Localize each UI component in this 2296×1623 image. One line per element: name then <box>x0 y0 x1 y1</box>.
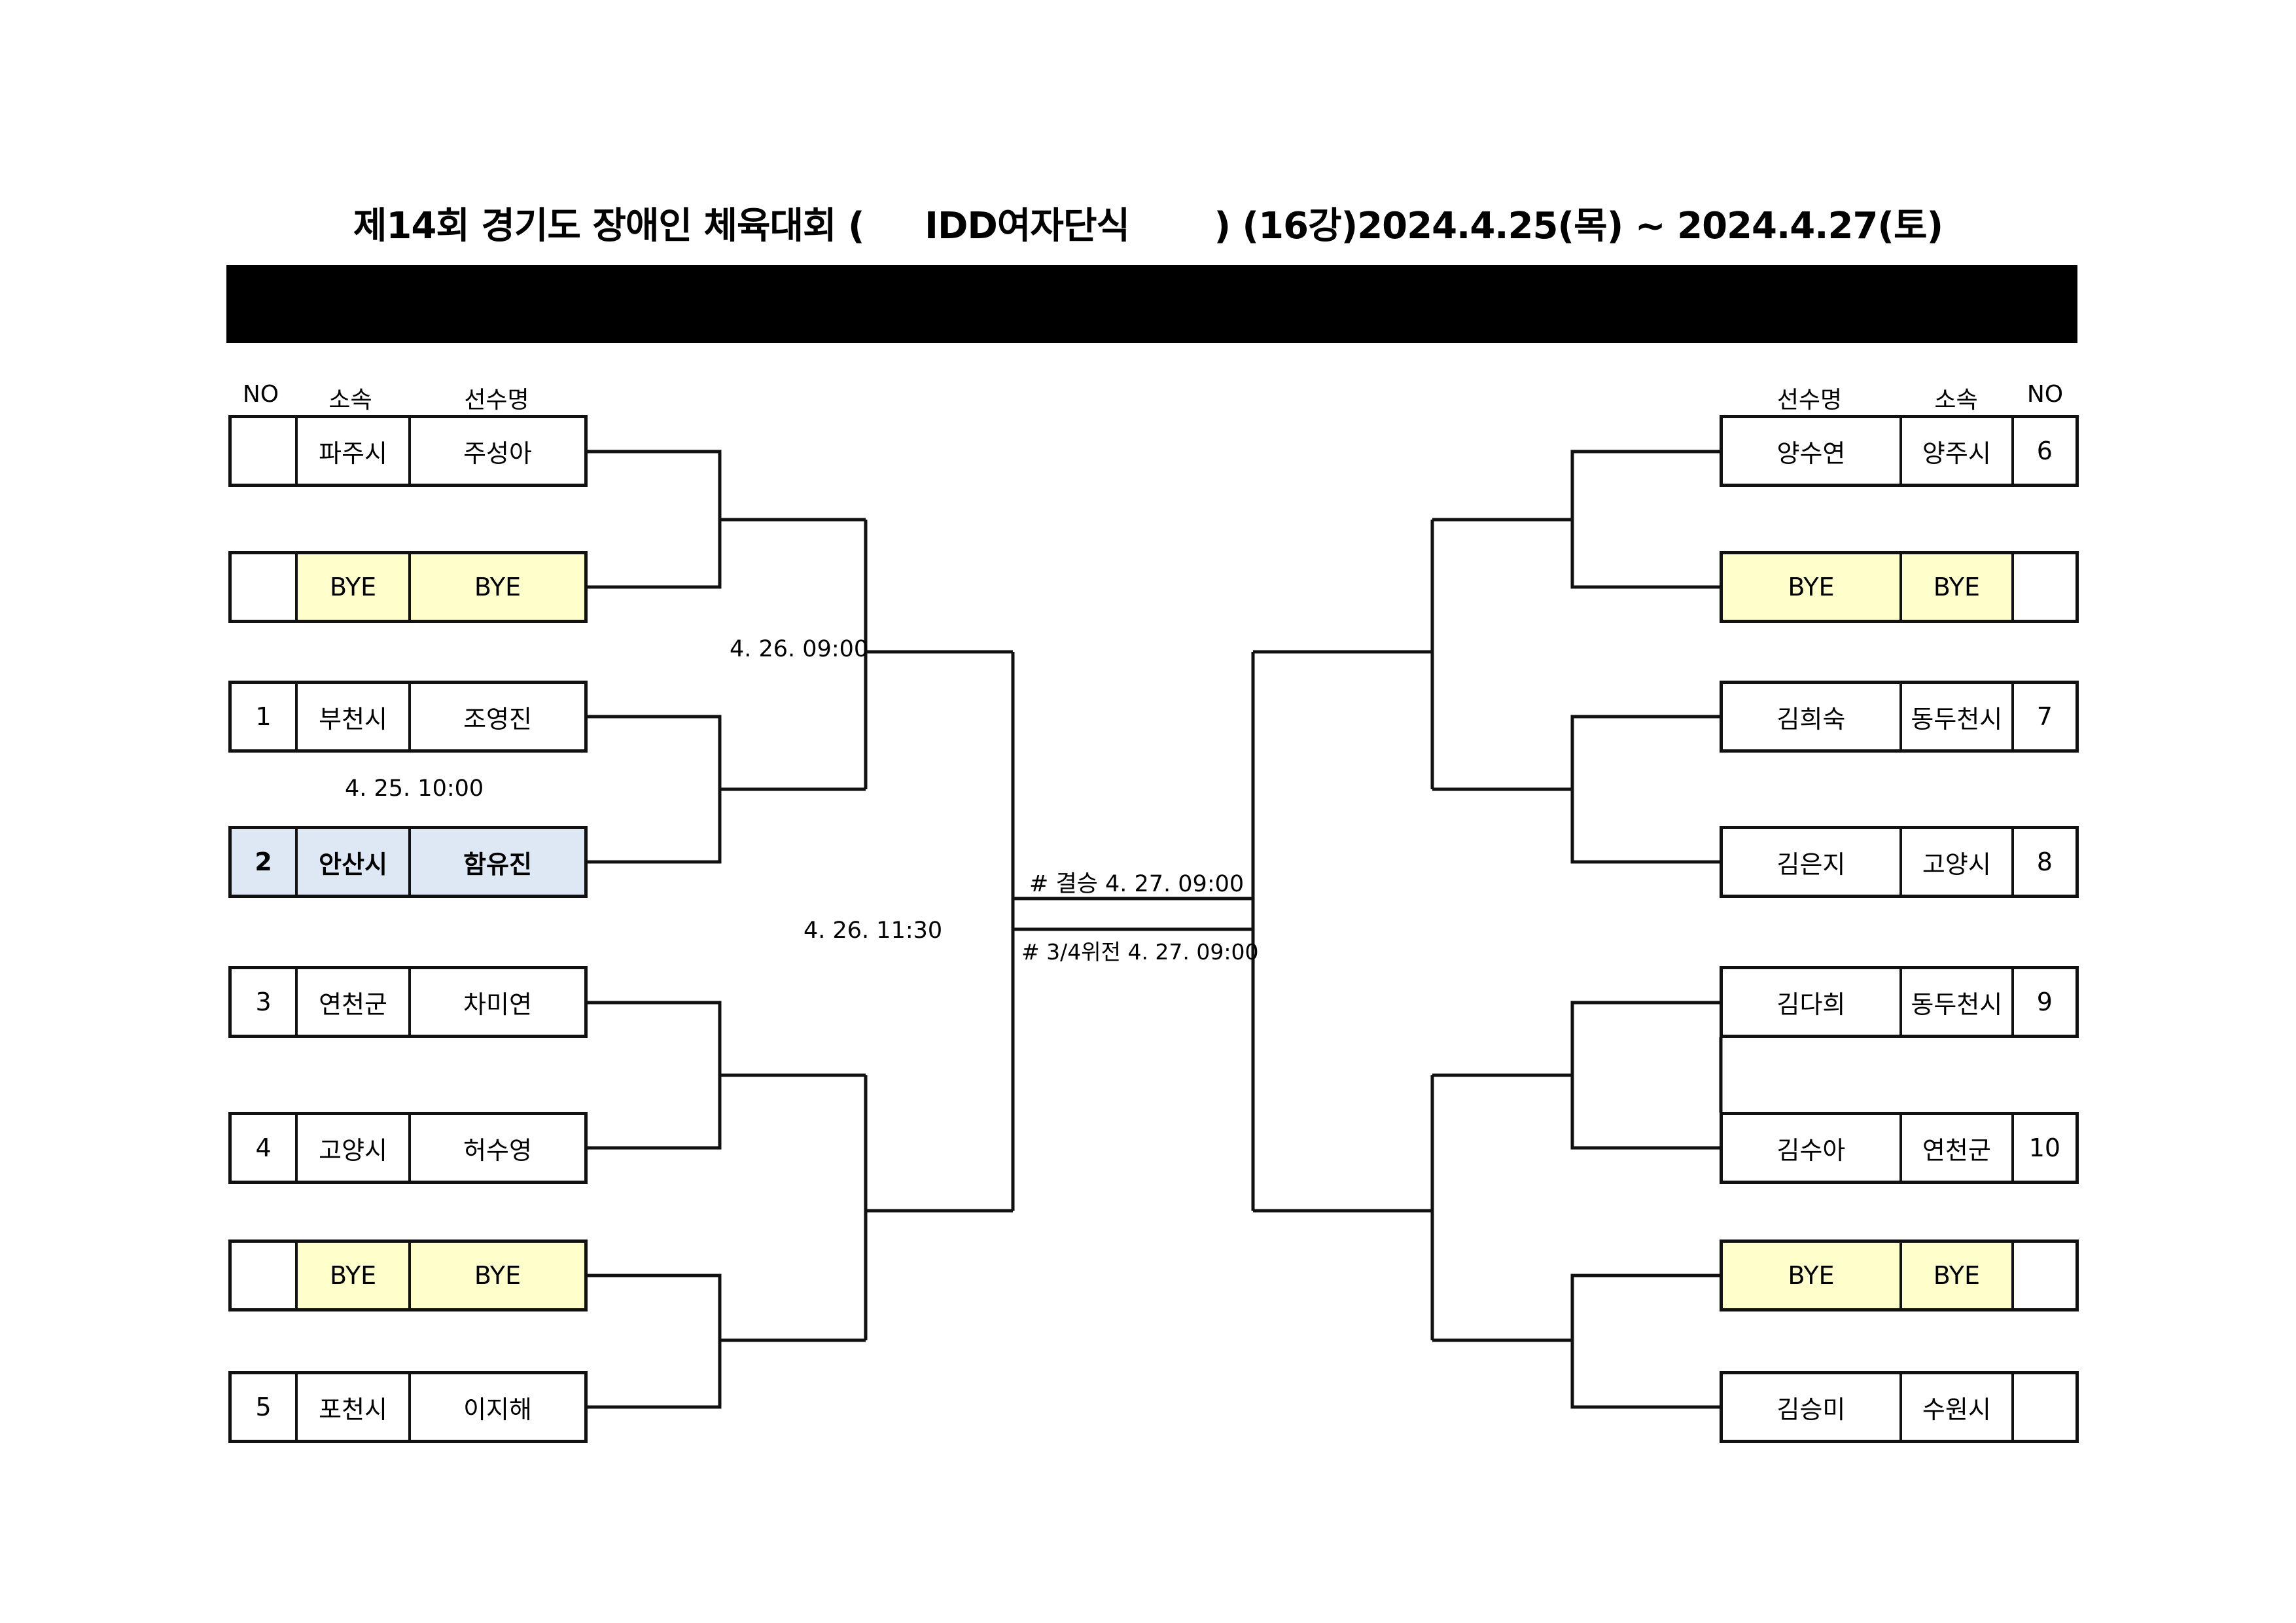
left-match-line-4 <box>586 1274 722 1409</box>
entry-name: 조영진 <box>408 684 584 749</box>
entry-team: 안산시 <box>295 829 408 895</box>
entry-team: 고양시 <box>1899 829 2011 895</box>
entry-name: BYE <box>1723 554 1899 620</box>
entry-name: BYE <box>1723 1243 1899 1308</box>
left-match-line-3 <box>586 1001 722 1150</box>
semi-bottom-time-label: 4. 26. 11:30 <box>804 918 943 944</box>
entry-name: 함유진 <box>408 829 585 895</box>
right-entry-row: 김승미 수원시 <box>1720 1371 2079 1443</box>
entry-name: 주성아 <box>408 418 584 484</box>
entry-team: 포천시 <box>295 1374 408 1440</box>
entry-team: BYE <box>295 554 408 620</box>
entry-team: 연천군 <box>295 969 408 1035</box>
entry-no: 10 <box>2011 1115 2075 1181</box>
entry-no: 5 <box>255 1393 272 1421</box>
entry-team: 파주시 <box>295 418 408 484</box>
right-match-line-4 <box>1570 1274 1720 1409</box>
right-match-line-3 <box>1570 1001 1720 1150</box>
entry-name: BYE <box>408 1243 585 1308</box>
entry-team: BYE <box>1899 1243 2011 1308</box>
entry-team: 고양시 <box>295 1115 408 1181</box>
entry-team: 연천군 <box>1899 1115 2011 1181</box>
entry-name: 차미연 <box>408 969 584 1035</box>
entry-no: 1 <box>255 702 272 731</box>
entry-team: 수원시 <box>1899 1374 2011 1440</box>
left-header-team: 소속 <box>328 387 372 414</box>
entry-name: 김수아 <box>1776 1135 1846 1165</box>
entry-team: 양주시 <box>1899 418 2011 484</box>
entry-name: 김은지 <box>1776 849 1846 879</box>
entry-name: 김승미 <box>1776 1395 1846 1424</box>
entry-no <box>2011 1243 2075 1308</box>
entry-no: 9 <box>2011 969 2075 1035</box>
entry-team: BYE <box>1899 554 2011 620</box>
entry-name: 김희숙 <box>1776 704 1846 734</box>
entry-team: BYE <box>295 1243 408 1308</box>
entry-name: 김다희 <box>1776 990 1846 1019</box>
right-header-no: NO <box>2026 381 2064 408</box>
entry-team: 부천시 <box>295 684 408 749</box>
redacted-banner <box>226 265 2077 343</box>
right-header-team: 소속 <box>1934 387 1978 414</box>
entry-no: 7 <box>2011 684 2075 749</box>
right-match-line-1 <box>1570 450 1720 589</box>
final-time-label: # 결승 4. 27. 09:00 <box>1029 871 1245 897</box>
right-match-line-2 <box>1570 715 1720 864</box>
right-header-name: 선수명 <box>1776 387 1843 414</box>
left-match-line-2 <box>586 715 722 864</box>
entry-name: 이지해 <box>408 1374 584 1440</box>
entry-no: 3 <box>255 988 272 1016</box>
left-match-line-1 <box>586 450 722 589</box>
entry-name: 양수연 <box>1776 438 1846 468</box>
page-title: 제14회 경기도 장애인 체육대회 ( IDD여자단식 ) (16강)2024.… <box>353 205 1943 247</box>
entry-no <box>2011 554 2075 620</box>
semi-top-time-label: 4. 26. 09:00 <box>730 636 869 662</box>
left-header-no: NO <box>242 381 279 408</box>
left-header-name: 선수명 <box>464 387 529 414</box>
round1-time-label: 4. 25. 10:00 <box>345 776 484 802</box>
entry-no: 6 <box>2011 418 2075 484</box>
entry-team: 동두천시 <box>1899 684 2011 749</box>
entry-team: 동두천시 <box>1899 969 2011 1035</box>
entry-no: 2 <box>232 829 296 895</box>
entry-no: 4 <box>255 1133 272 1162</box>
entry-name: BYE <box>408 554 585 620</box>
entry-no: 8 <box>2011 829 2075 895</box>
entry-no <box>2011 1374 2075 1440</box>
third-place-time-label: # 3/4위전 4. 27. 09:00 <box>1021 939 1259 965</box>
entry-name: 허수영 <box>408 1115 584 1181</box>
